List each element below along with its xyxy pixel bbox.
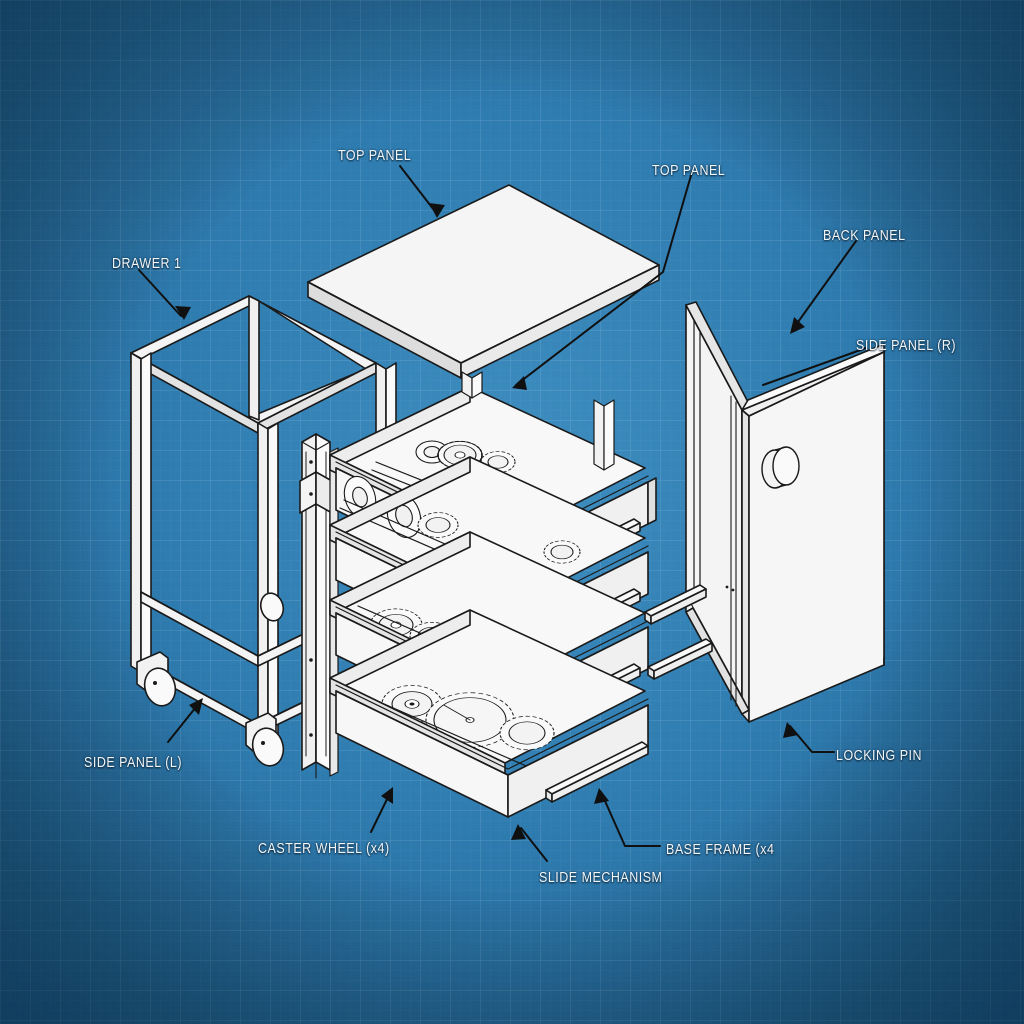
caster-wheels (136, 592, 285, 767)
part-base-frame-rails (644, 584, 713, 680)
part-top-panel (307, 184, 660, 379)
leader-lines (138, 165, 867, 862)
part-side-panel-right (741, 351, 885, 723)
locking-pin-hole (761, 446, 800, 489)
part-drawer-4 (329, 609, 649, 818)
part-right-assembly (685, 301, 885, 723)
drawer-divider-posts (461, 371, 615, 471)
mechanism-gears-2 (339, 475, 581, 596)
